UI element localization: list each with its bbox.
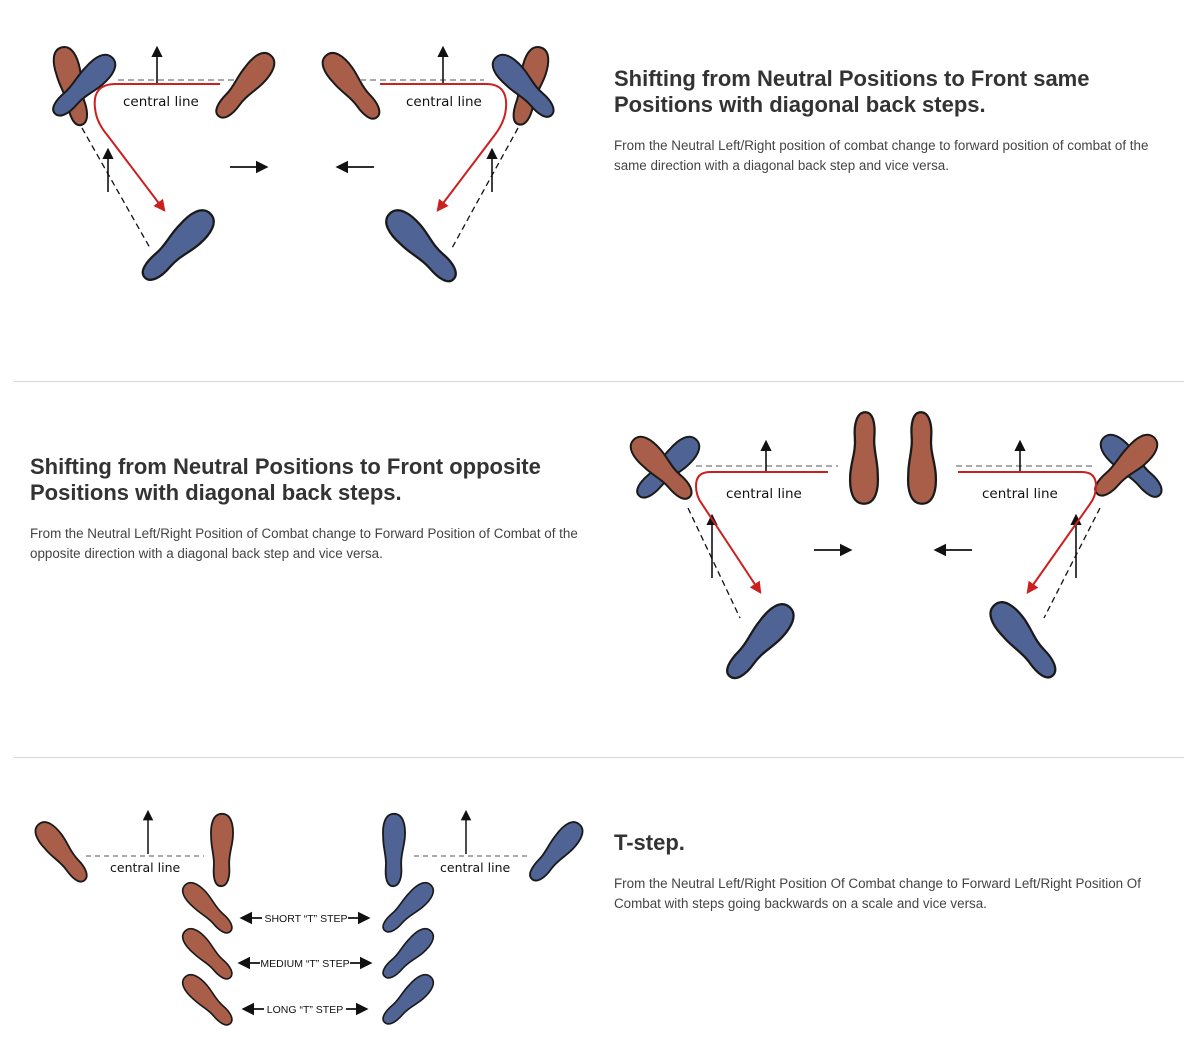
central-line-label: central line xyxy=(982,486,1058,502)
section-1-heading: Shifting from Neutral Positions to Front… xyxy=(614,66,1090,117)
red-step-path xyxy=(93,83,220,212)
central-line-label: central line xyxy=(123,94,199,110)
brown-foot xyxy=(315,45,389,127)
red-step-path xyxy=(380,83,508,212)
section-2-text: Shifting from Neutral Positions to Front… xyxy=(30,454,600,564)
section-3-heading: T-step. xyxy=(614,830,685,855)
diagram-left-group: central line xyxy=(623,429,853,688)
blue-foot xyxy=(380,204,464,288)
divider xyxy=(14,757,1184,758)
step-labels: SHORT “T” STEP MEDIUM “T” STEP LONG “T” … xyxy=(237,911,373,1016)
diagram-right-group: central line xyxy=(376,809,590,1032)
diagram-center-group xyxy=(848,410,938,506)
short-t-step-label: SHORT “T” STEP xyxy=(264,913,347,925)
section-2: Shifting from Neutral Positions to Front… xyxy=(0,382,1200,758)
red-step-path xyxy=(694,471,828,595)
section-1: central line central line Shifting from … xyxy=(0,0,1200,382)
section-3-text: T-step. From the Neutral Left/Right Posi… xyxy=(614,830,1174,914)
brown-foot xyxy=(209,812,235,888)
central-line-label: central line xyxy=(110,860,181,875)
brown-foot xyxy=(208,45,282,127)
section-1-description: From the Neutral Left/Right position of … xyxy=(614,138,1149,173)
dashed-path xyxy=(687,507,741,619)
blue-foot xyxy=(522,815,590,889)
blue-foot xyxy=(981,594,1067,686)
blue-foot xyxy=(381,812,407,888)
brown-foot xyxy=(28,815,96,889)
diagram-left-group: central line xyxy=(45,42,282,288)
dashed-path xyxy=(451,127,519,249)
section-2-description: From the Neutral Left/Right Position of … xyxy=(30,526,578,561)
blue-foot xyxy=(376,968,440,1032)
medium-t-step-label: MEDIUM “T” STEP xyxy=(260,958,349,970)
central-line-label: central line xyxy=(406,94,482,110)
brown-foot xyxy=(848,410,880,506)
brown-foot xyxy=(906,410,938,506)
diagram-opposite-positions: central line central line xyxy=(623,410,1171,688)
long-t-step-label: LONG “T” STEP xyxy=(267,1004,343,1016)
section-1-text: Shifting from Neutral Positions to Front… xyxy=(614,66,1174,176)
dashed-path xyxy=(1043,507,1101,619)
section-3-description: From the Neutral Left/Right Position Of … xyxy=(614,876,1141,911)
diagram-same-positions: central line central line xyxy=(45,42,563,320)
section-2-heading: Shifting from Neutral Positions to Front… xyxy=(30,454,541,505)
divider xyxy=(14,381,1184,382)
diagram-right-group: central line xyxy=(315,42,563,288)
blue-foot xyxy=(717,596,803,688)
diagram-t-step: central line central line SHORT “T” STEP… xyxy=(28,809,590,1032)
diagram-right-group: central line xyxy=(933,427,1171,686)
diagram-left-group: central line xyxy=(28,809,240,1032)
central-line-label: central line xyxy=(440,860,511,875)
section-3: central line central line SHORT “T” STEP… xyxy=(0,758,1200,1042)
central-line-label: central line xyxy=(726,486,802,502)
red-step-path xyxy=(958,471,1098,594)
dashed-path xyxy=(81,127,151,249)
